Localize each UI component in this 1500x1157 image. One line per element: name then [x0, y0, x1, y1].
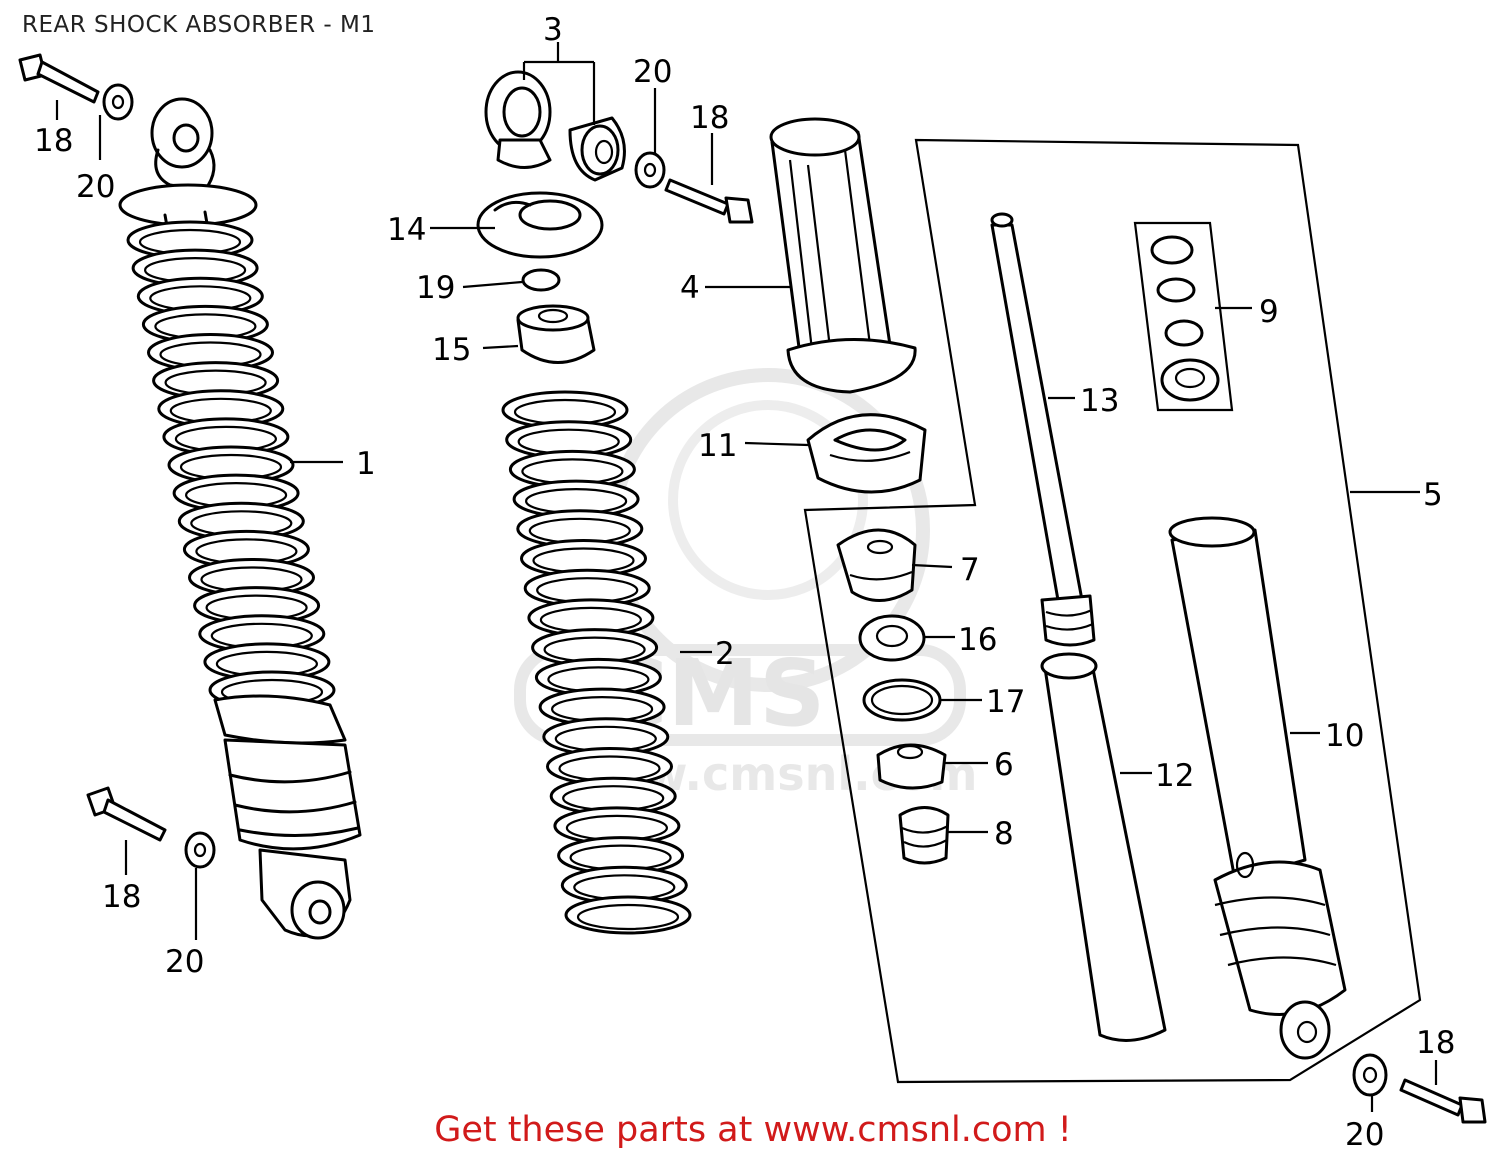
bolt-18-bottom-right: [1399, 1078, 1487, 1124]
callout-6: 6: [994, 747, 1014, 783]
part-4-dust-cover: [769, 117, 917, 394]
diagram-title: REAR SHOCK ABSORBER - M1: [22, 12, 376, 38]
part-11-adjuster: [806, 413, 927, 494]
part-2-spring: [501, 390, 692, 935]
spring-coil: [564, 895, 692, 935]
part-14-spring-seat: [476, 191, 604, 259]
part-16-seal: [858, 614, 926, 662]
callout-13: 13: [1080, 383, 1119, 419]
part-19-nut: [521, 268, 561, 292]
part-5-group-frame: [803, 138, 1422, 1084]
callout-18: 18: [690, 100, 729, 136]
part-1-spring-coils: [126, 220, 336, 710]
callout-17: 17: [986, 684, 1025, 720]
callout-18: 18: [1416, 1025, 1455, 1061]
part-1-shock-assembly: [118, 97, 362, 940]
callout-5: 5: [1423, 477, 1443, 513]
part-15-bump-rubber: [516, 304, 596, 364]
callout-11: 11: [698, 428, 737, 464]
callout-8: 8: [994, 816, 1014, 852]
callout-20: 20: [165, 944, 204, 980]
callout-10: 10: [1325, 718, 1364, 754]
part-3-upper-joint: [484, 70, 626, 182]
washer-20-top-left: [102, 83, 134, 121]
part-10-damper-case: [1168, 516, 1347, 1060]
washer-20-top: [634, 151, 666, 189]
callout-labels: 3 20 18 18 20 14 19 4 15 9 13 11 1 5 7 1…: [34, 12, 1455, 1153]
callout-1: 1: [356, 446, 376, 482]
callout-20: 20: [76, 169, 115, 205]
part-13-piston-rod: [990, 212, 1096, 647]
callout-9: 9: [1259, 294, 1279, 330]
callout-7: 7: [960, 552, 980, 588]
callout-2: 2: [715, 636, 735, 672]
bolt-18-top: [664, 178, 754, 224]
callout-18: 18: [34, 123, 73, 159]
part-7-valve: [836, 528, 917, 602]
part-12-cylinder: [1040, 652, 1167, 1042]
part-2-spring-coils: [501, 390, 692, 935]
part-9-group-box: [1133, 221, 1234, 412]
spring-coil-inner: [576, 903, 680, 931]
callout-3: 3: [543, 12, 563, 48]
part-17-o-ring: [862, 678, 942, 722]
callout-18: 18: [102, 879, 141, 915]
part-6-stopper: [876, 743, 947, 790]
callout-16: 16: [958, 622, 997, 658]
footer-link[interactable]: Get these parts at www.cmsnl.com !: [0, 1110, 1500, 1150]
callout-20: 20: [1345, 1117, 1384, 1153]
callout-20: 20: [633, 54, 672, 90]
callout-4: 4: [680, 270, 700, 306]
callout-19: 19: [416, 270, 455, 306]
callout-12: 12: [1155, 758, 1194, 794]
washer-20-bottom-left: [184, 831, 216, 869]
part-8-valve-spring: [898, 806, 950, 865]
bolt-18-bottom-left: [86, 786, 167, 842]
bolt-18-top-left: [18, 53, 100, 104]
footer-text[interactable]: Get these parts at www.cmsnl.com !: [434, 1110, 1072, 1150]
callout-15: 15: [432, 332, 471, 368]
leader-lines: [55, 42, 1438, 1112]
washer-20-bottom-right: [1352, 1053, 1388, 1097]
callout-14: 14: [387, 212, 426, 248]
